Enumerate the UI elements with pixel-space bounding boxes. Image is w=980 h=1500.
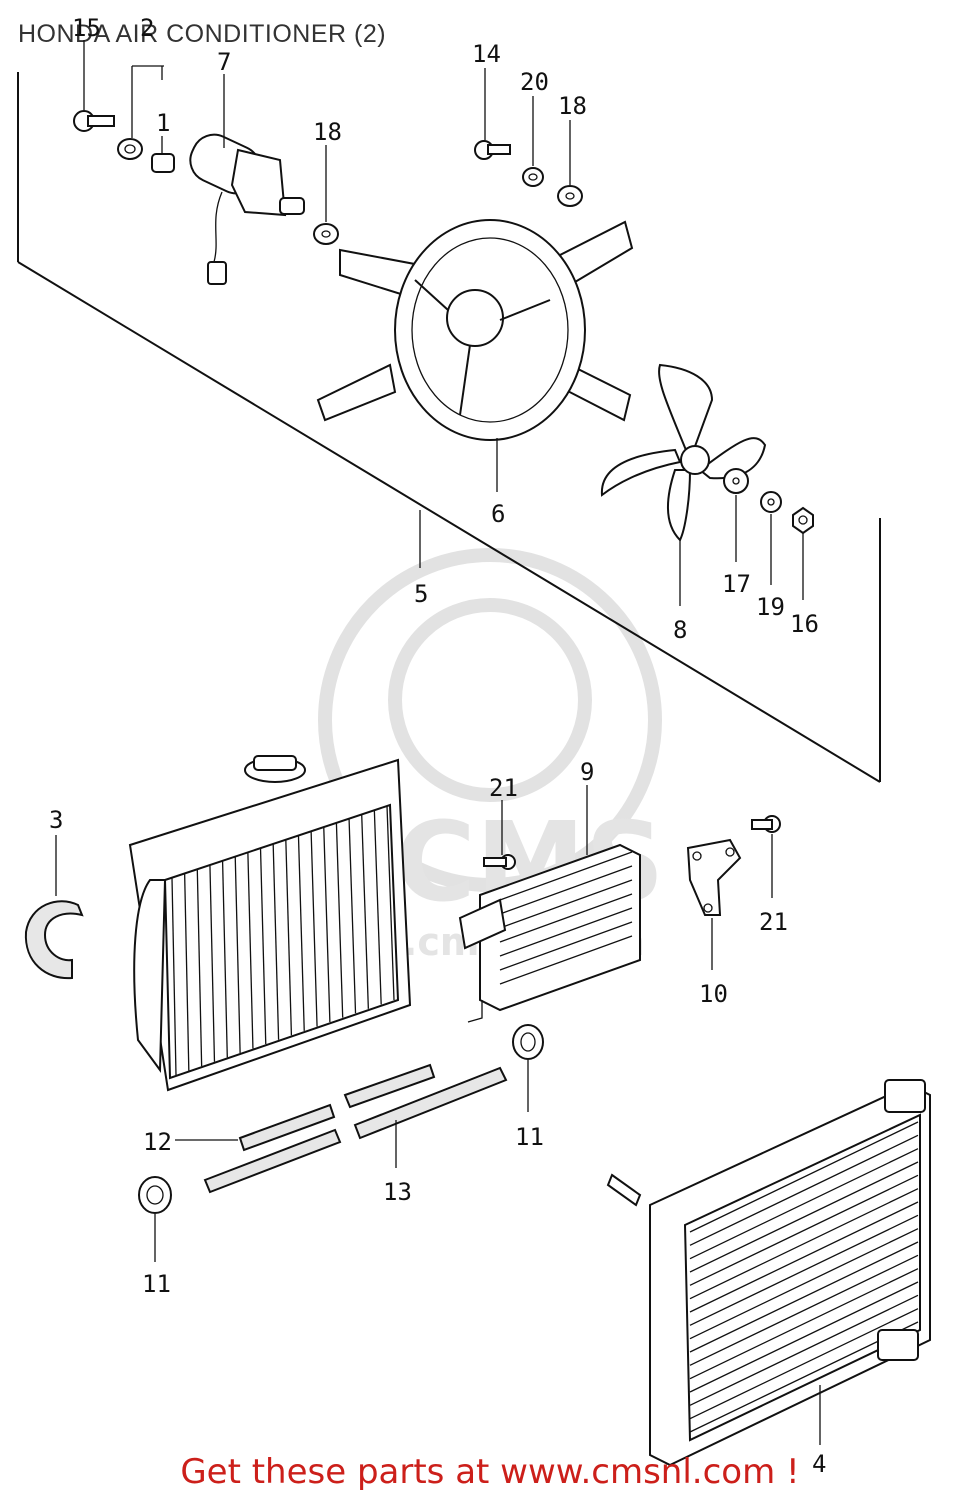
callout-12: 12	[143, 1128, 172, 1156]
radiator-fin	[348, 818, 357, 1014]
collar-11b[interactable]	[138, 1176, 172, 1214]
radiator-fin	[234, 856, 241, 1053]
callout-21b: 21	[759, 908, 788, 936]
nut-16[interactable]	[792, 506, 814, 535]
condenser-fin	[689, 1121, 919, 1233]
callout-2: 2	[140, 14, 154, 42]
bolt-14[interactable]	[474, 140, 511, 160]
condenser-fin	[689, 1148, 919, 1260]
callouts: 15 2 1 7 18 14 20 18 6 5 17 19 16 8 3 21…	[49, 14, 826, 1478]
assembly-bracket	[17, 72, 881, 783]
callout-14: 14	[472, 40, 501, 68]
radiator[interactable]	[128, 755, 412, 1092]
callout-7: 7	[217, 48, 231, 76]
cooler-tube	[499, 921, 633, 971]
pipe-12[interactable]	[238, 1103, 336, 1152]
footer-link[interactable]: Get these parts at www.cmsnl.com !	[180, 1452, 800, 1492]
fan-blade-8[interactable]	[600, 363, 767, 542]
condenser-fin	[689, 1241, 919, 1353]
washer-18b[interactable]	[557, 185, 583, 207]
radiator-fin	[297, 835, 305, 1031]
callout-17: 17	[722, 570, 751, 598]
radiator-fin	[171, 877, 177, 1076]
radiator-fin	[285, 839, 293, 1036]
callout-13: 13	[383, 1178, 412, 1206]
condenser-fin	[689, 1294, 919, 1406]
callout-15: 15	[72, 14, 101, 42]
bracket-10[interactable]	[686, 838, 742, 916]
radiator-fin	[221, 861, 228, 1058]
condenser-4[interactable]	[606, 1079, 931, 1467]
condenser-fin	[689, 1214, 919, 1326]
washer-20[interactable]	[522, 167, 544, 187]
callout-20: 20	[520, 68, 549, 96]
cooler-tube	[499, 865, 633, 915]
radiator-fin	[323, 827, 331, 1023]
condenser-fin	[689, 1161, 919, 1273]
washer-17[interactable]	[723, 468, 749, 494]
condenser-fin	[689, 1308, 919, 1420]
callout-18b: 18	[558, 92, 587, 120]
callout-5: 5	[414, 580, 428, 608]
radiator-fin	[310, 831, 318, 1027]
cooler-tube	[499, 893, 633, 943]
radiator-fin	[259, 848, 267, 1045]
condenser-fin	[689, 1188, 919, 1300]
callout-1: 1	[156, 109, 170, 137]
condenser-fin	[689, 1254, 919, 1366]
callout-16: 16	[790, 610, 819, 638]
callout-21a: 21	[489, 774, 518, 802]
callout-4: 4	[812, 1450, 826, 1478]
radiator-fin	[373, 810, 382, 1005]
condenser-fin	[689, 1201, 919, 1313]
bolt-21b[interactable]	[751, 815, 781, 833]
radiator-fin	[272, 844, 280, 1040]
callout-8: 8	[673, 616, 687, 644]
callout-10: 10	[699, 980, 728, 1008]
collar-11a[interactable]	[512, 1024, 544, 1060]
callout-18a: 18	[313, 118, 342, 146]
diagram-title: HONDA AIR CONDITIONER (2)	[18, 20, 387, 48]
fan-shroud-6[interactable]	[316, 219, 634, 441]
cooler-9[interactable]	[458, 843, 641, 1023]
callout-3: 3	[49, 806, 63, 834]
radiator-fin	[196, 869, 203, 1067]
collar-1[interactable]	[151, 153, 175, 173]
radiator-fin	[183, 873, 190, 1071]
washer-18[interactable]	[313, 223, 339, 245]
radiator-fin	[386, 805, 395, 1001]
cooler-tube	[499, 935, 633, 985]
callout-11b: 11	[142, 1270, 171, 1298]
radiator-fin	[209, 865, 216, 1062]
radiator-fin	[335, 822, 344, 1018]
condenser-fin	[689, 1134, 919, 1246]
bolt-15[interactable]	[73, 110, 115, 132]
washer-19[interactable]	[760, 491, 782, 513]
fan-motor-7[interactable]	[183, 127, 305, 285]
hose-3[interactable]	[24, 900, 84, 980]
callout-6: 6	[491, 500, 505, 528]
radiator-fin	[361, 814, 370, 1009]
pipe-13[interactable]	[203, 1063, 508, 1194]
condenser-fin	[689, 1281, 919, 1393]
cooler-tube	[499, 879, 633, 929]
callout-19: 19	[756, 593, 785, 621]
condenser-fin	[689, 1174, 919, 1286]
bolt-21a[interactable]	[483, 854, 516, 870]
cooler-tube	[499, 851, 633, 901]
cooler-tube	[499, 907, 633, 957]
callout-11a: 11	[515, 1123, 544, 1151]
leader-lines	[55, 40, 821, 1445]
nut-2[interactable]	[117, 138, 143, 160]
callout-9: 9	[580, 758, 594, 786]
condenser-fin	[689, 1268, 919, 1380]
radiator-fin	[247, 852, 254, 1049]
condenser-fin	[689, 1228, 919, 1340]
